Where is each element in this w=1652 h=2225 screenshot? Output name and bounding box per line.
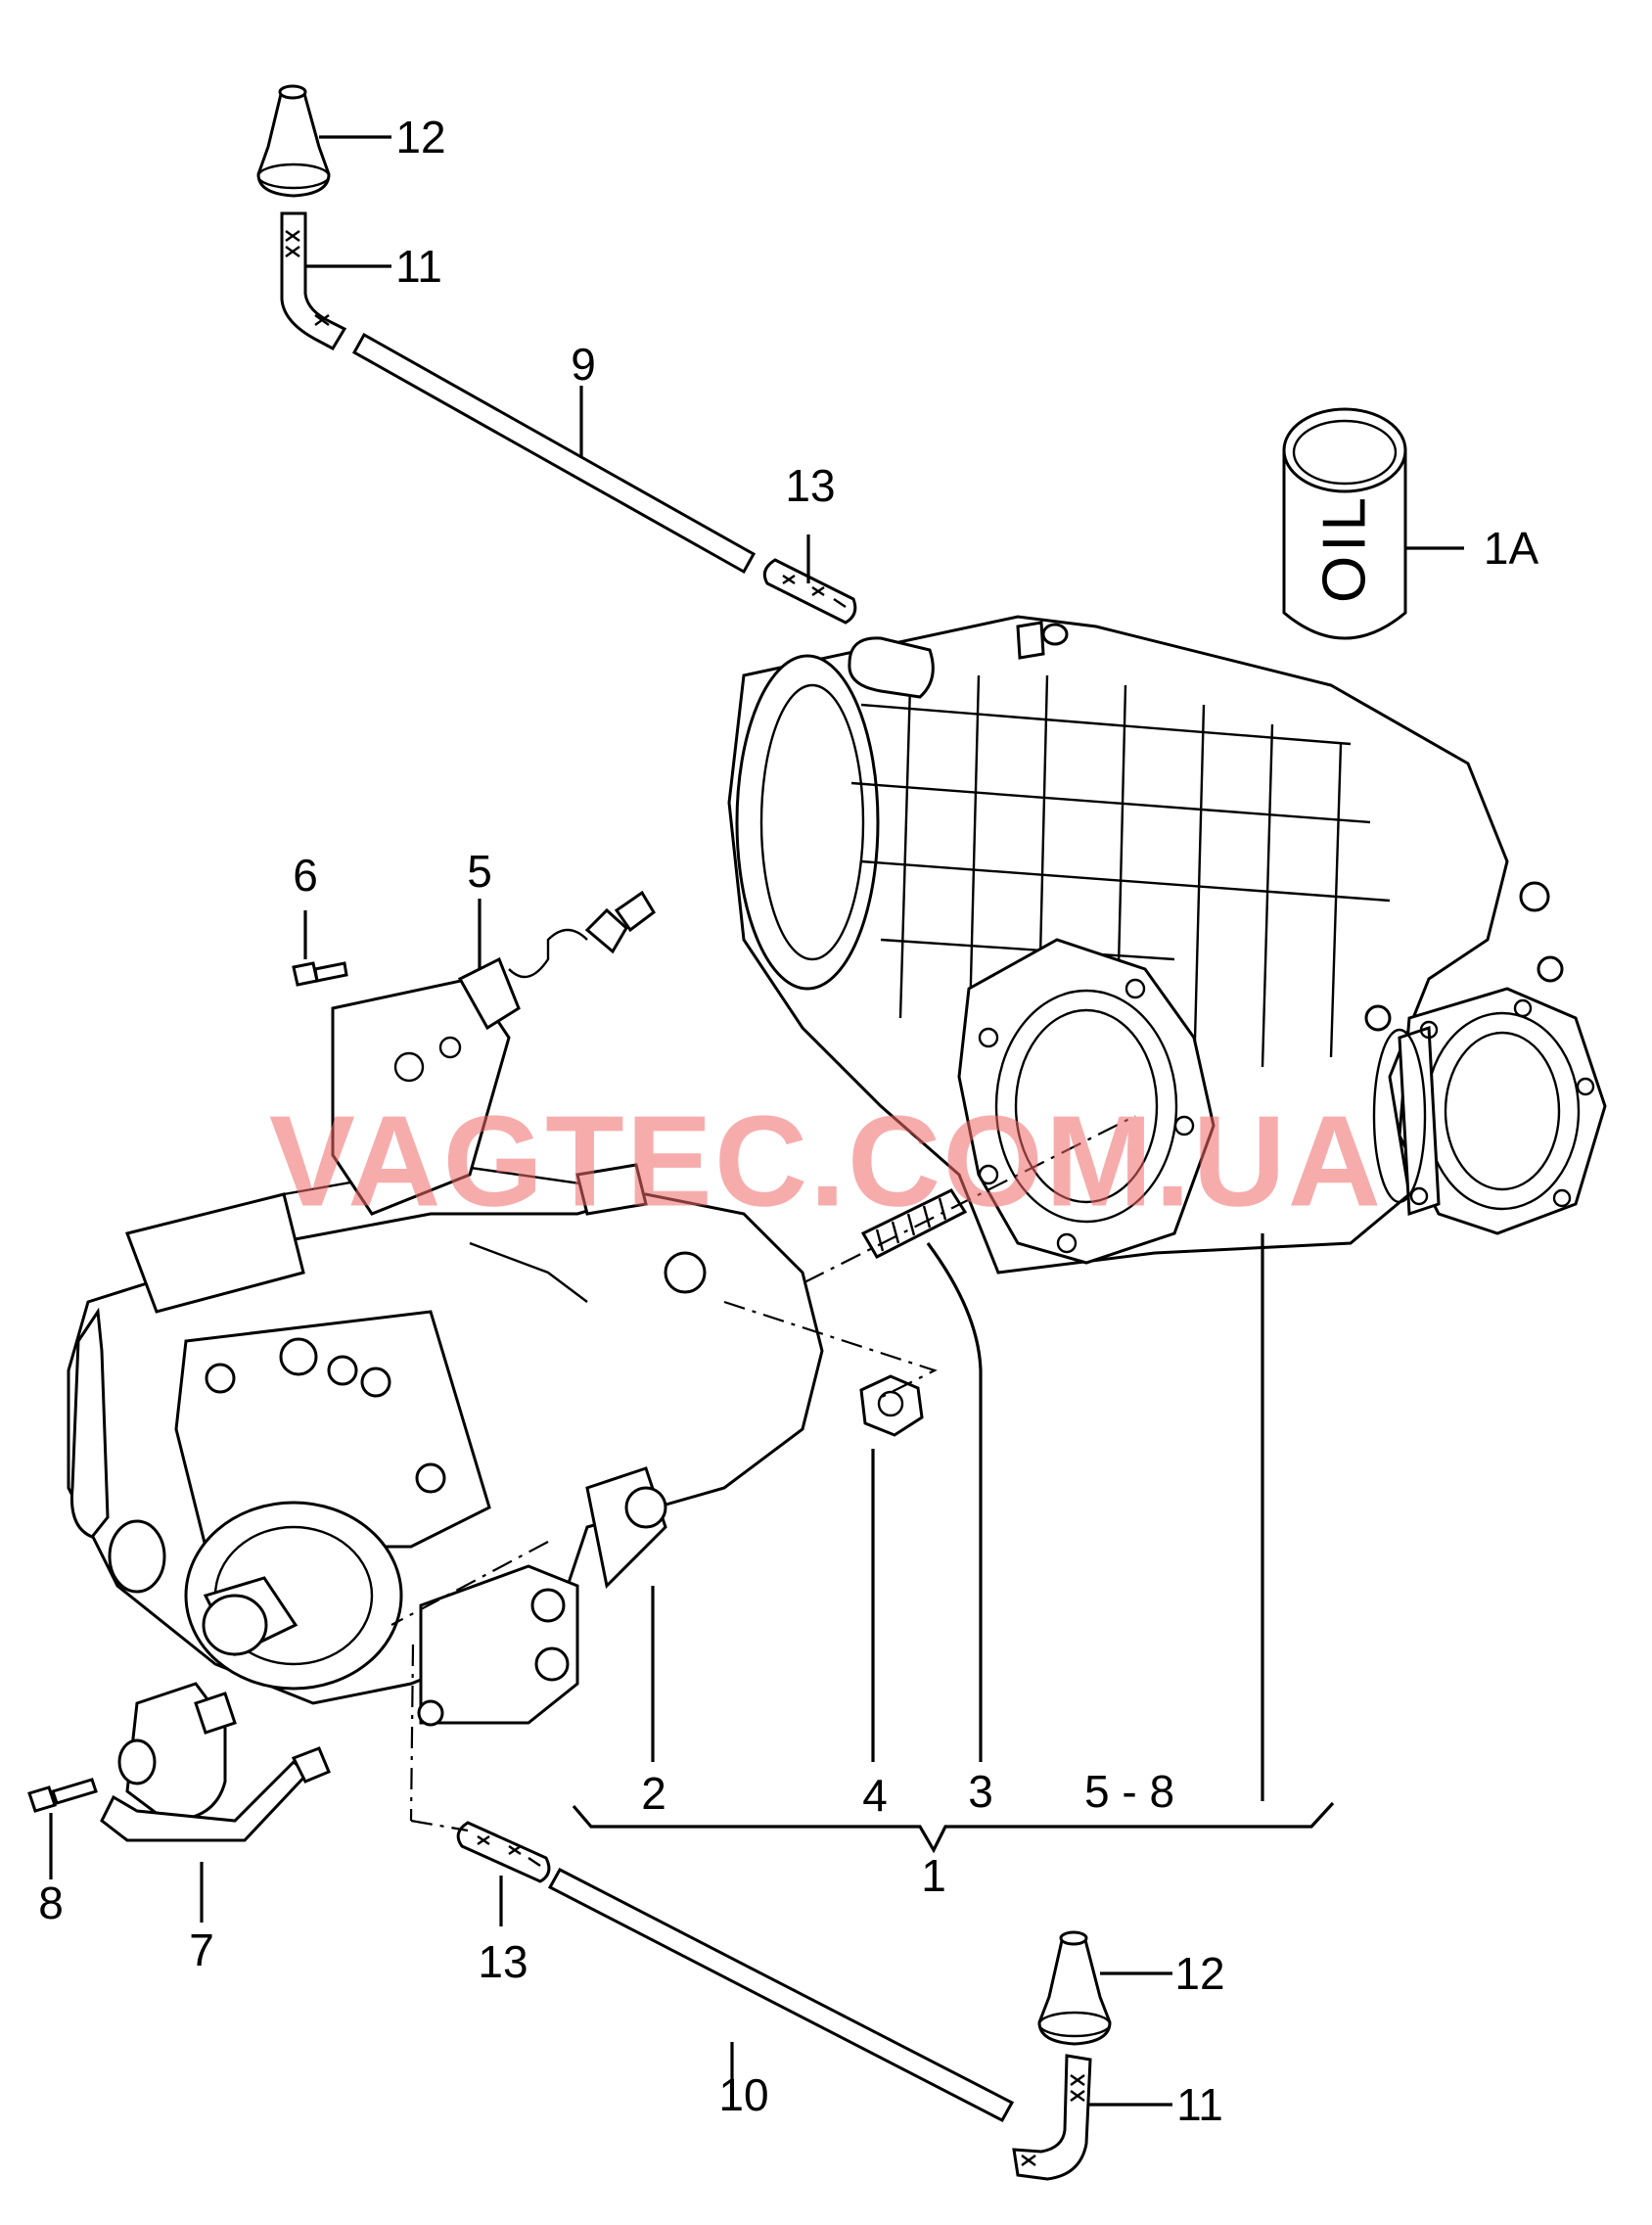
callout-5[interactable]: 5 (467, 846, 492, 897)
cap-12-top[interactable] (256, 84, 331, 198)
callout-13-bottom[interactable]: 13 (478, 1936, 528, 1987)
callout-12-top[interactable]: 12 (395, 112, 446, 162)
callout-8[interactable]: 8 (38, 1877, 64, 1928)
callout-11-top[interactable]: 11 (395, 241, 442, 292)
assembly-line-stud (803, 1115, 1136, 1283)
screw-8[interactable] (27, 1778, 98, 1813)
pipe-10[interactable] (547, 1868, 1015, 2122)
assembly-line-bottom (409, 1644, 415, 1822)
assembly-line-cover (390, 1541, 549, 1626)
callout-4[interactable]: 4 (862, 1770, 888, 1821)
callout-9[interactable]: 9 (571, 339, 596, 390)
elbow-hose-11-top[interactable] (280, 211, 347, 350)
watermark: VAGTEC.COM.UA (268, 1089, 1384, 1233)
callout-5-8[interactable]: 5 - 8 (1083, 1766, 1175, 1817)
callout-6[interactable]: 6 (293, 850, 318, 901)
supercharger-housing[interactable] (727, 615, 1607, 1275)
oil-can-1A[interactable] (1282, 407, 1407, 640)
cap-12-bottom[interactable] (1037, 1930, 1112, 2046)
sleeve-13-bottom[interactable] (456, 1821, 551, 1883)
nut-4[interactable] (859, 1374, 924, 1437)
callout-11-bottom[interactable]: 11 (1176, 2079, 1223, 2130)
valve-7[interactable] (100, 1682, 331, 1842)
callout-3[interactable]: 3 (968, 1766, 993, 1817)
screw-6[interactable] (292, 961, 348, 987)
callout-13-top[interactable]: 13 (785, 460, 836, 511)
oil-can-label: OIL (1310, 493, 1379, 603)
assembly-line-bottom-2 (410, 1819, 469, 1832)
gear-housing-2[interactable] (67, 1163, 824, 1727)
assembly-line-nut (723, 1300, 938, 1401)
sensor-5[interactable] (331, 890, 656, 1216)
sleeve-13-top[interactable] (762, 558, 857, 625)
leader-lines (49, 135, 1464, 2107)
callout-1[interactable]: 1 (921, 1850, 946, 1901)
callout-12-bottom[interactable]: 12 (1174, 1948, 1225, 1999)
pipe-9[interactable] (351, 332, 757, 575)
callout-7[interactable]: 7 (189, 1924, 214, 1975)
callout-1A[interactable]: 1A (1483, 523, 1539, 574)
callout-10[interactable]: 10 (718, 2069, 769, 2120)
callout-2[interactable]: 2 (641, 1768, 666, 1819)
elbow-hose-11-bottom[interactable] (1012, 2054, 1092, 2181)
